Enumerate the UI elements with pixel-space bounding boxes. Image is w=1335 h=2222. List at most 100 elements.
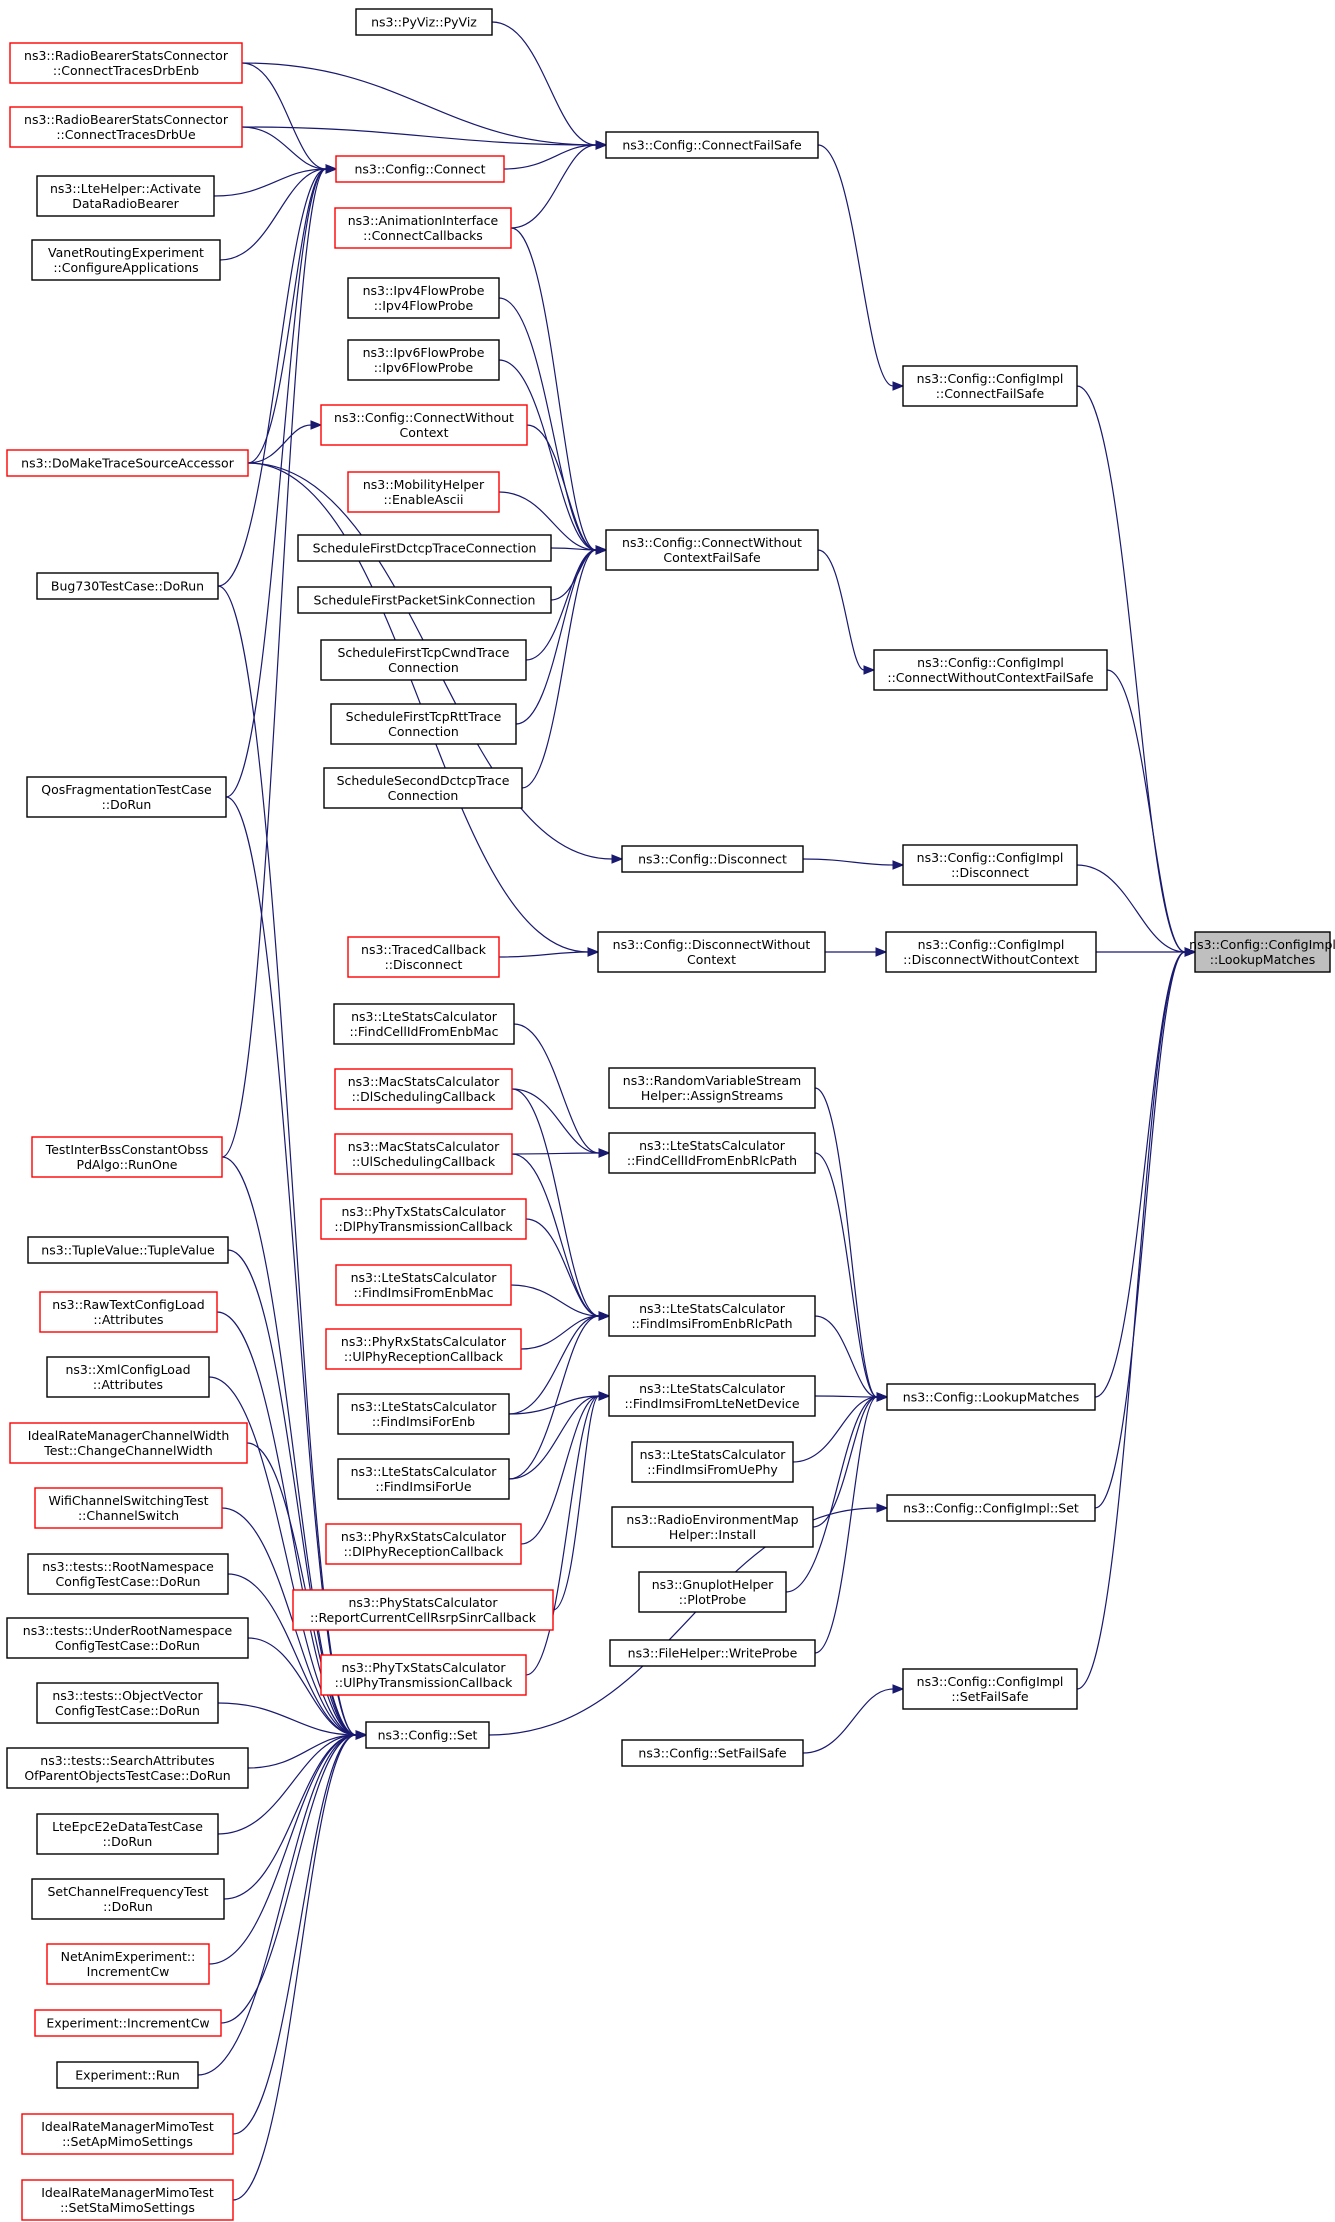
node-label: ns3::Config::Set (378, 1728, 478, 1743)
node-randvar[interactable]: ns3::RandomVariableStreamHelper::AssignS… (608, 1067, 816, 1109)
node-xmlconfig[interactable]: ns3::XmlConfigLoad::Attributes (46, 1356, 210, 1398)
edge-line (241, 62, 597, 146)
arrow-head-icon (598, 1311, 611, 1321)
edge-line (817, 144, 894, 387)
node-label: WifiChannelSwitchingTest (48, 1493, 208, 1508)
node-mac_ul[interactable]: ns3::MacStatsCalculator::UlSchedulingCal… (334, 1133, 513, 1175)
node-rbsc_drbue[interactable]: ns3::RadioBearerStatsConnector::ConnectT… (9, 106, 243, 148)
edge-line (515, 549, 597, 725)
node-config_disc[interactable]: ns3::Config::Disconnect (621, 845, 804, 873)
node-lte_findimsinet[interactable]: ns3::LteStatsCalculator::FindImsiFromLte… (608, 1375, 816, 1417)
node-impl_setfs[interactable]: ns3::Config::ConfigImpl::SetFailSafe (902, 1668, 1078, 1710)
node-mobility[interactable]: ns3::MobilityHelper::EnableAscii (347, 471, 500, 513)
node-label: Connection (388, 660, 459, 675)
node-mac_dl[interactable]: ns3::MacStatsCalculator::DlSchedulingCal… (334, 1068, 513, 1110)
edge-line (792, 1396, 878, 1463)
node-impl_connfs[interactable]: ns3::Config::ConfigImpl::ConnectFailSafe (902, 365, 1078, 407)
node-idealratechan[interactable]: IdealRateManagerChannelWidthTest::Change… (9, 1422, 248, 1464)
node-connectfailsafe[interactable]: ns3::Config::ConnectFailSafe (605, 131, 819, 159)
node-label: Context (400, 425, 449, 440)
node-qosfrag[interactable]: QosFragmentationTestCase::DoRun (26, 776, 227, 818)
node-rawtext[interactable]: ns3::RawTextConfigLoad::Attributes (39, 1291, 218, 1333)
node-lte_findcellrlc[interactable]: ns3::LteStatsCalculator::FindCellIdFromE… (608, 1132, 816, 1174)
node-box (621, 1739, 804, 1767)
edge-line (217, 168, 327, 587)
node-domaketsa[interactable]: ns3::DoMakeTraceSourceAccessor (6, 449, 249, 477)
node-config_set[interactable]: ns3::Config::Set (365, 1721, 490, 1749)
node-underroot[interactable]: ns3::tests::UnderRootNamespaceConfigTest… (6, 1617, 249, 1659)
node-objvector[interactable]: ns3::tests::ObjectVectorConfigTestCase::… (36, 1682, 219, 1724)
node-focus[interactable]: ns3::Config::ConfigImpl::LookupMatches (1189, 931, 1335, 973)
edge-line (814, 1152, 878, 1398)
node-rootns[interactable]: ns3::tests::RootNamespaceConfigTestCase:… (27, 1553, 229, 1595)
node-setfailsafe[interactable]: ns3::Config::SetFailSafe (621, 1739, 804, 1767)
node-label: Experiment::Run (75, 2068, 180, 2083)
node-phystats[interactable]: ns3::PhyStatsCalculator::ReportCurrentCe… (292, 1589, 554, 1631)
node-tuplevalue[interactable]: ns3::TupleValue::TupleValue (27, 1236, 229, 1264)
node-searchattr[interactable]: ns3::tests::SearchAttributesOfParentObje… (6, 1747, 249, 1789)
node-pyviz[interactable]: ns3::PyViz::PyViz (355, 8, 493, 36)
node-phytx_dl[interactable]: ns3::PhyTxStatsCalculator::DlPhyTransmis… (320, 1198, 527, 1240)
node-lte_findimsiue[interactable]: ns3::LteStatsCalculator::FindImsiFromUeP… (631, 1441, 794, 1483)
node-config_connect[interactable]: ns3::Config::Connect (335, 155, 505, 183)
node-sched_sink[interactable]: ScheduleFirstPacketSinkConnection (297, 586, 552, 614)
edge-line (511, 1088, 600, 1317)
edge-remhelper-to-config_lookup (812, 1392, 889, 1528)
edge-line (217, 1734, 357, 1835)
node-lte_imsiue[interactable]: ns3::LteStatsCalculator::FindImsiForUe (337, 1458, 510, 1500)
node-lte_imsienb[interactable]: ns3::LteStatsCalculator::FindImsiForEnb (337, 1393, 510, 1435)
node-impl_set[interactable]: ns3::Config::ConfigImpl::Set (886, 1494, 1096, 1522)
node-ipv4probe[interactable]: ns3::Ipv4FlowProbe::Ipv4FlowProbe (347, 277, 500, 319)
arrow-head-icon (598, 1391, 611, 1401)
node-netanim[interactable]: NetAnimExperiment::IncrementCw (46, 1943, 210, 1985)
node-wifichan[interactable]: WifiChannelSwitchingTest::ChannelSwitch (34, 1487, 223, 1529)
node-label: ::FindImsiFromLteNetDevice (624, 1396, 799, 1411)
node-impl_discwoctx[interactable]: ns3::Config::ConfigImpl::DisconnectWitho… (885, 931, 1097, 973)
node-phyrx_ul[interactable]: ns3::PhyRxStatsCalculator::UlPhyReceptio… (325, 1328, 522, 1370)
node-rbsc_drbenb[interactable]: ns3::RadioBearerStatsConnector::ConnectT… (9, 42, 243, 84)
node-filehelper[interactable]: ns3::FileHelper::WriteProbe (609, 1639, 816, 1667)
node-bug730[interactable]: Bug730TestCase::DoRun (36, 572, 219, 600)
node-impl_connwoctxfs[interactable]: ns3::Config::ConfigImpl::ConnectWithoutC… (873, 649, 1108, 691)
edge-line (491, 21, 597, 146)
node-anim_cb[interactable]: ns3::AnimationInterface::ConnectCallback… (334, 207, 512, 249)
node-impl_disc[interactable]: ns3::Config::ConfigImpl::Disconnect (902, 844, 1078, 886)
node-box (335, 1264, 512, 1306)
node-lte_findimsi_mac[interactable]: ns3::LteStatsCalculator::FindImsiFromEnb… (335, 1264, 512, 1306)
node-box (608, 1295, 816, 1337)
node-discwoctx[interactable]: ns3::Config::DisconnectWithoutContext (597, 931, 826, 973)
edge-line (1076, 864, 1186, 953)
node-gnuplot[interactable]: ns3::GnuplotHelper::PlotProbe (638, 1571, 787, 1613)
node-config_lookup[interactable]: ns3::Config::LookupMatches (886, 1383, 1096, 1411)
node-phytx_ul[interactable]: ns3::PhyTxStatsCalculator::UlPhyTransmis… (320, 1654, 527, 1696)
node-exp_inc[interactable]: Experiment::IncrementCw (34, 2009, 222, 2037)
node-label: ns3::Config::Connect (354, 162, 485, 177)
node-ipv6probe[interactable]: ns3::Ipv6FlowProbe::Ipv6FlowProbe (347, 339, 500, 381)
node-lte_findcell[interactable]: ns3::LteStatsCalculator::FindCellIdFromE… (333, 1003, 515, 1045)
node-lteepc[interactable]: LteEpcE2eDataTestCase::DoRun (36, 1813, 219, 1855)
node-traced_disc[interactable]: ns3::TracedCallback::Disconnect (347, 936, 500, 978)
edge-line (508, 1315, 600, 1415)
node-box (36, 1813, 219, 1855)
node-vanet[interactable]: VanetRoutingExperiment::ConfigureApplica… (31, 239, 221, 281)
node-idealmimo_sta[interactable]: IdealRateManagerMimoTest::SetStaMimoSett… (21, 2179, 234, 2221)
node-lte_findimsirlc[interactable]: ns3::LteStatsCalculator::FindImsiFromEnb… (608, 1295, 816, 1337)
node-label: ns3::Config::LookupMatches (903, 1390, 1079, 1405)
edge-phytx_dl-to-lte_findimsirlc (525, 1218, 611, 1321)
node-exp_run[interactable]: Experiment::Run (56, 2061, 199, 2089)
node-idealmimo_ap[interactable]: IdealRateManagerMimoTest::SetApMimoSetti… (21, 2113, 234, 2155)
node-connwoctxfs[interactable]: ns3::Config::ConnectWithoutContextFailSa… (605, 529, 819, 571)
node-setchanfreq[interactable]: SetChannelFrequencyTest::DoRun (31, 1878, 225, 1920)
node-sched_dctcp[interactable]: ScheduleFirstDctcpTraceConnection (297, 534, 552, 562)
node-label: ns3::LteStatsCalculator (639, 1138, 786, 1153)
node-label: Helper::AssignStreams (641, 1088, 783, 1103)
node-phyrx_dl[interactable]: ns3::PhyRxStatsCalculator::DlPhyReceptio… (325, 1523, 522, 1565)
node-connwoctx[interactable]: ns3::Config::ConnectWithoutContext (320, 404, 528, 446)
node-label: ns3::LteHelper::Activate (50, 181, 201, 196)
